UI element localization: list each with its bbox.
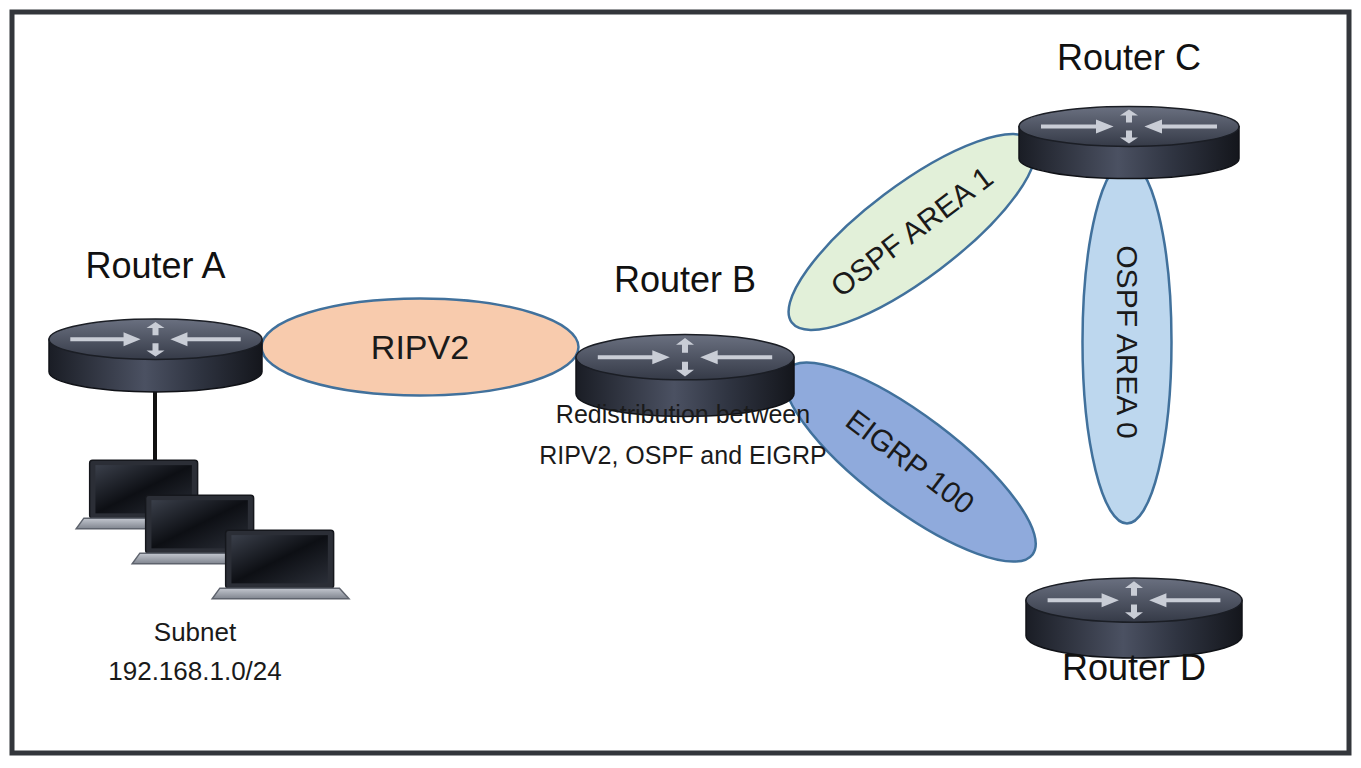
router-label: Router B (545, 257, 825, 303)
protocol-name: OSPF AREA 0 (1081, 159, 1173, 525)
router-icon (48, 293, 263, 418)
router-arrow (1125, 605, 1143, 619)
router-arrow (1149, 593, 1220, 607)
router-arrow (1125, 581, 1143, 595)
router-label: Router D (995, 645, 1273, 691)
router-label: Router A (18, 243, 293, 289)
router-node: Router A (48, 243, 263, 368)
router-node: Router C (1018, 35, 1240, 156)
router-arrow (700, 350, 772, 364)
router-arrow (1144, 119, 1217, 133)
router-node: Router D (1025, 545, 1243, 691)
redistribution-note: Redistribution between RIPV2, OSPF and E… (528, 394, 838, 476)
router-arrow (1048, 593, 1119, 607)
router-arrow (676, 362, 694, 377)
laptop-icon (212, 530, 349, 598)
protocol-name: RIPV2 (260, 297, 580, 397)
router-arrow (1120, 109, 1138, 122)
router-top (576, 335, 794, 380)
frame-border (12, 12, 1349, 753)
router-node: Router B (575, 257, 795, 392)
subnet-label: Subnet 192.168.1.0/24 (95, 613, 295, 691)
router-arrow (170, 332, 240, 346)
protocol-ellipse: RIPV2 (260, 297, 580, 397)
protocol-ellipse: OSPF AREA 0 (1081, 159, 1173, 525)
router-top (1019, 107, 1239, 147)
router-arrow (1120, 130, 1138, 143)
router-arrow (1041, 119, 1114, 133)
router-label: Router C (988, 35, 1270, 81)
router-arrow (676, 338, 694, 353)
router-top (49, 319, 262, 360)
router-arrow (70, 332, 140, 346)
router-icon (1018, 82, 1240, 203)
router-top (1026, 578, 1242, 622)
router-arrow (147, 343, 165, 356)
router-arrow (598, 350, 670, 364)
router-arrow (147, 322, 165, 335)
